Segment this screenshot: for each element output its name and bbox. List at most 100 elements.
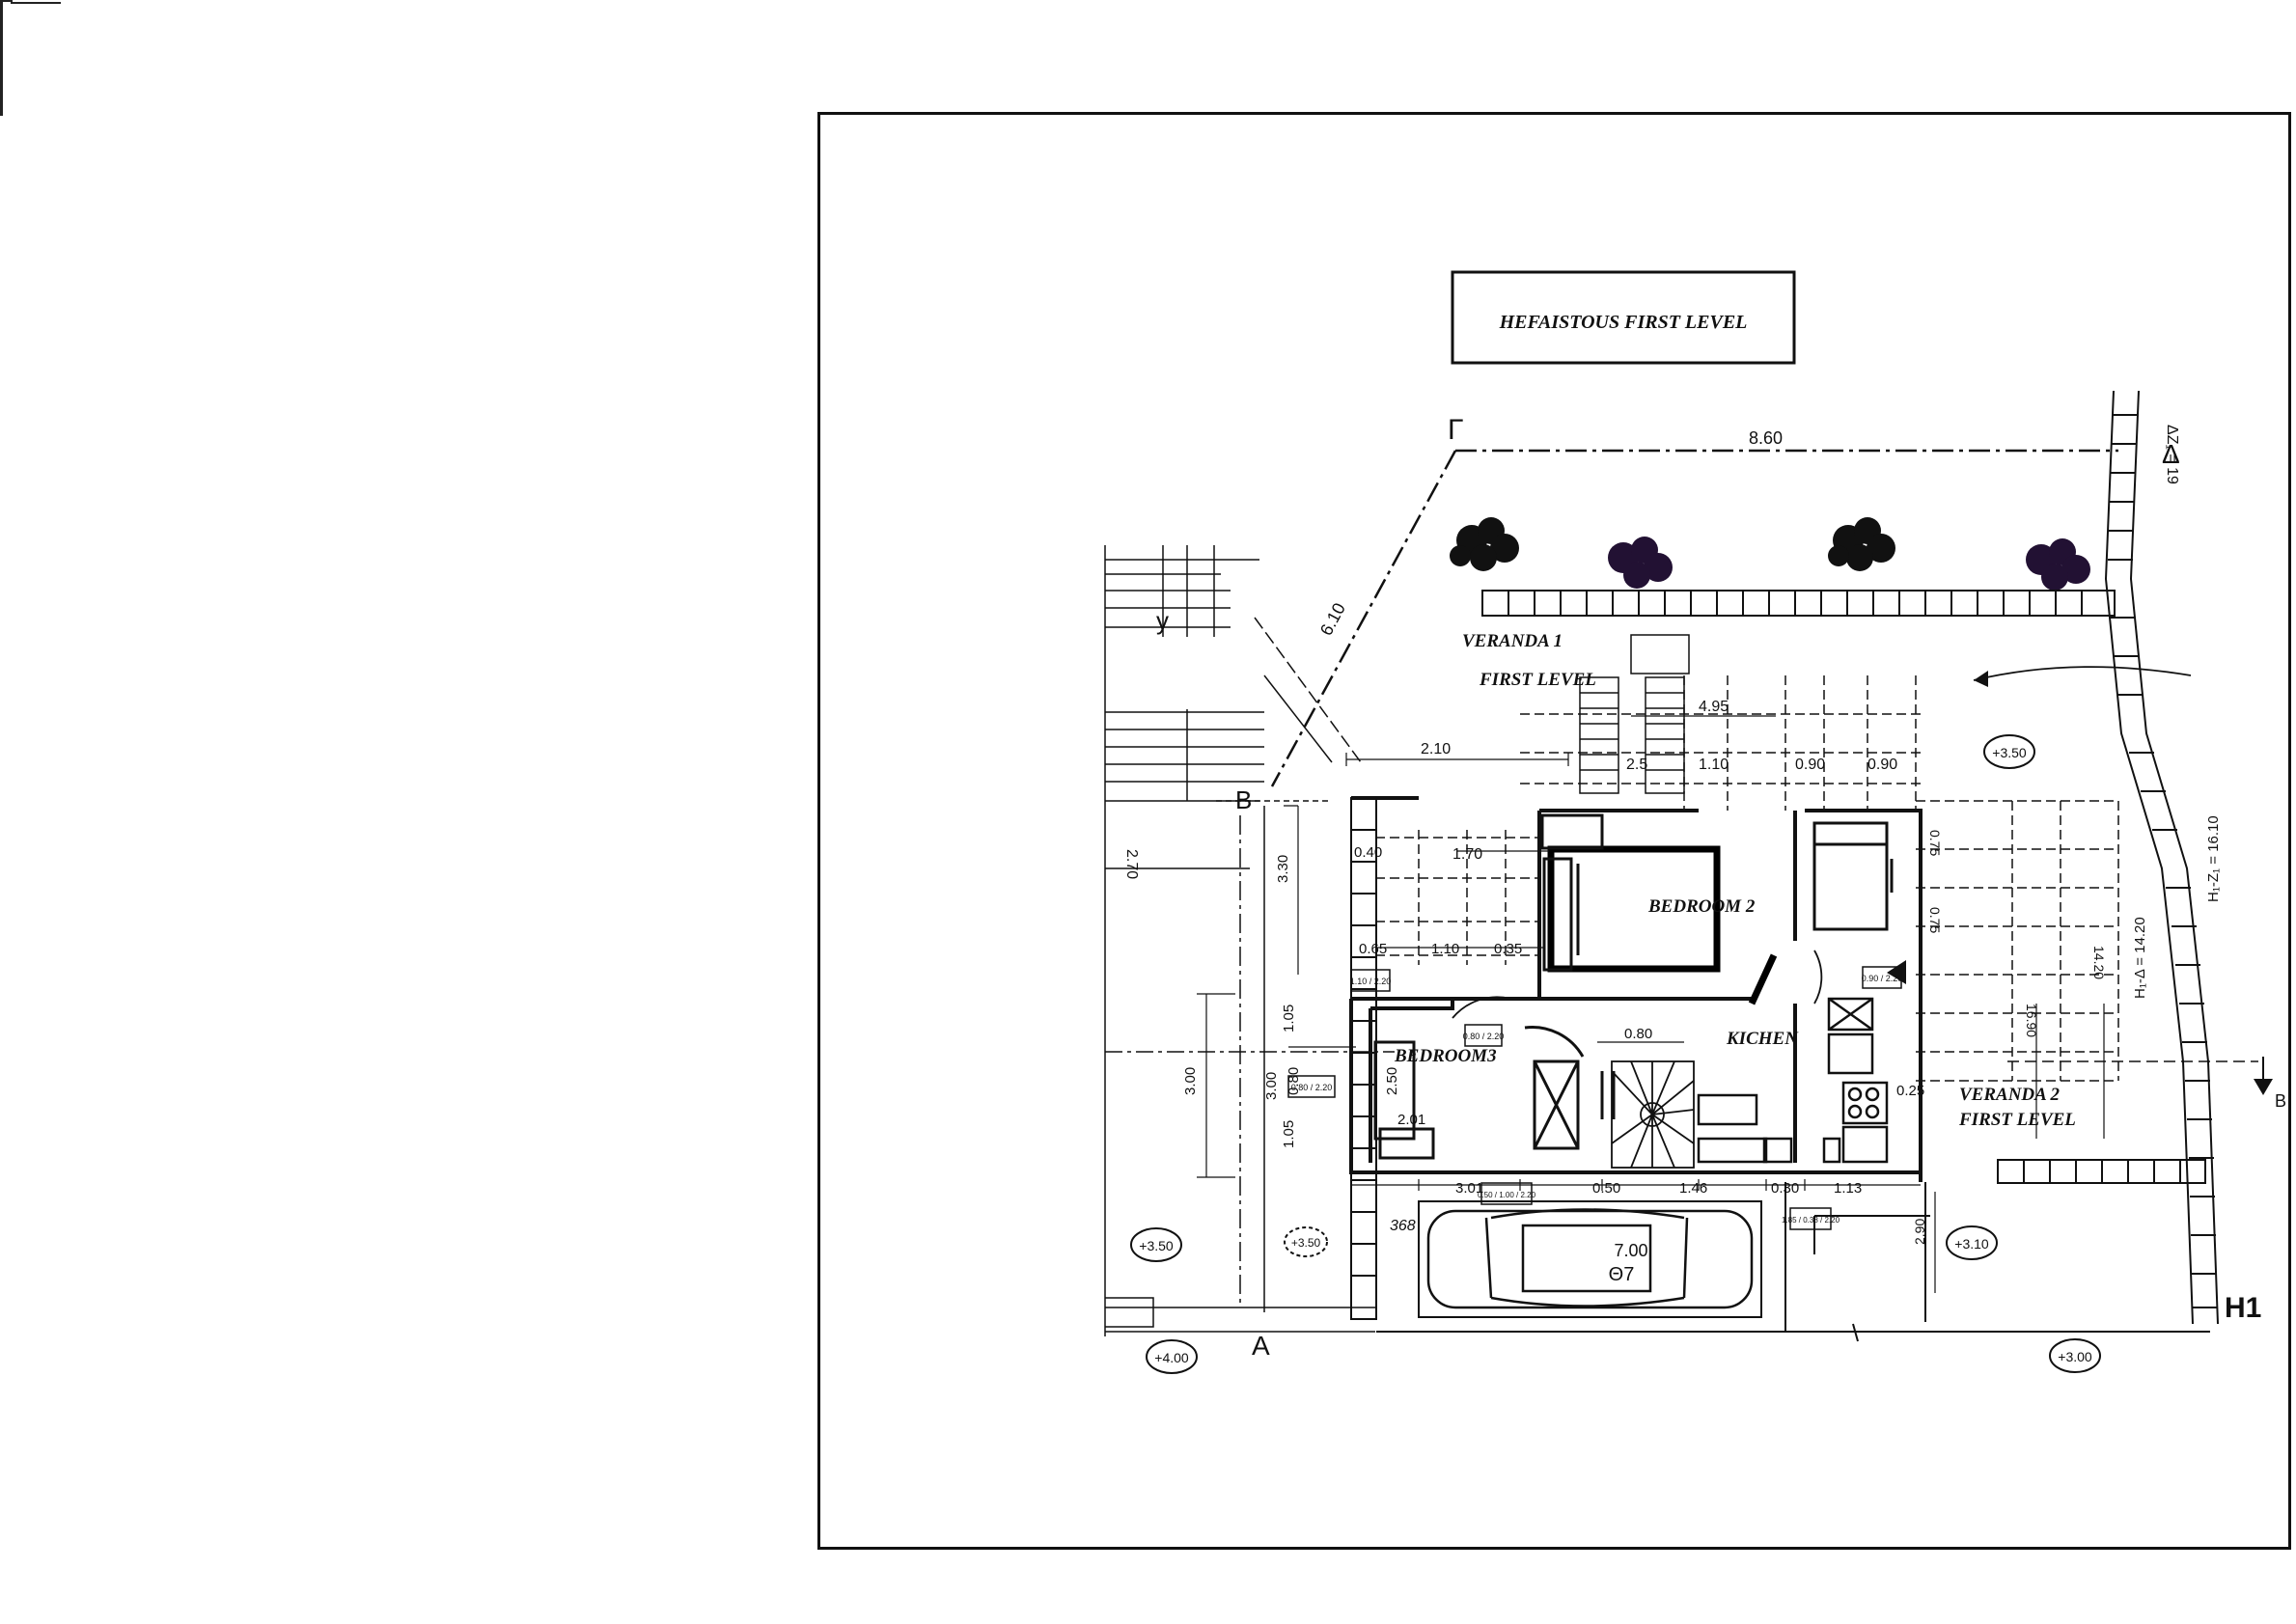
- room-kitchen: KICHEN: [1726, 1029, 1799, 1049]
- dim-105a: 1.05: [1281, 1005, 1297, 1032]
- plan-title: HEFAISTOUS FIRST LEVEL: [1499, 312, 1748, 333]
- dim-090b: 0.90: [1867, 757, 1897, 773]
- level-300: +3.00: [2058, 1349, 2092, 1364]
- dim-035: 0.35: [1494, 941, 1522, 957]
- garden-wall-left: [1350, 797, 1377, 1320]
- dim-210: 2.10: [1421, 741, 1451, 757]
- door-swings: [1452, 950, 1823, 1019]
- dim-090a: 0.90: [1795, 757, 1825, 773]
- pergola-grid-right: [1916, 800, 2119, 1082]
- level-350-dashed: +3.50: [1291, 1236, 1321, 1250]
- dim-330: 3.30: [1275, 855, 1291, 883]
- level-350-left: +3.50: [1139, 1238, 1174, 1253]
- dim-050: 0.50: [1592, 1180, 1620, 1197]
- level-368: 368: [1390, 1218, 1416, 1234]
- dim-201: 2.01: [1397, 1112, 1425, 1128]
- window-tag-5: 0.50 / 1.00 / 2.20: [1478, 1191, 1536, 1199]
- bedroom2-walls: [1547, 845, 1721, 973]
- dim-dz: ΔZ₁ = 19: [2164, 425, 2180, 484]
- dimension-texts: 2.10 4.95 2.5 1.10 0.90 0.90 0.40 1.70 0…: [1182, 699, 2222, 1245]
- garden-wall-bottom-right: [1997, 1159, 2206, 1184]
- dim-075b: 0.75: [1927, 907, 1943, 933]
- window-tag-1: 1.10 / 2.20: [1350, 977, 1392, 986]
- garden-wall-right: [2104, 390, 2219, 1325]
- room-bedroom2: BEDROOM 2: [1647, 896, 1756, 917]
- dim-25: 2.5: [1626, 757, 1647, 773]
- dim-1420: 14.20: [2091, 946, 2107, 979]
- corner-beta-label: B: [1235, 785, 1252, 814]
- room-labels: VERANDA 1 FIRST LEVEL BEDROOM 2 BEDROOM3…: [1394, 631, 2076, 1130]
- window-tag-4: 0.80 / 2.20: [1291, 1083, 1333, 1092]
- dim-300b: 3.00: [1182, 1067, 1199, 1095]
- car-icon: [1426, 1208, 1754, 1309]
- spiral-stair: [1611, 1060, 1695, 1169]
- pergola-grid-left: [1375, 830, 1539, 965]
- veranda-stairs: [1579, 634, 1690, 794]
- dim-diagonal: 6.10: [1316, 600, 1349, 639]
- dim-110b: 1.10: [1431, 941, 1459, 957]
- dim-075a: 0.75: [1927, 830, 1943, 856]
- window-tags: [1287, 966, 1902, 1230]
- room-veranda2-line2: FIRST LEVEL: [1958, 1110, 2076, 1130]
- dim-030: 0.30: [1771, 1180, 1799, 1197]
- pergola-grid-top: [1520, 675, 1925, 811]
- dim-300: 3.00: [1263, 1072, 1280, 1100]
- section-beta-label: B: [2275, 1091, 2286, 1111]
- parking-label: Θ7: [1609, 1264, 1635, 1285]
- direction-arrowhead: [1974, 671, 1988, 687]
- corner-gamma-label: Γ: [1448, 414, 1464, 446]
- dim-301: 3.01: [1455, 1180, 1483, 1197]
- tree-cluster: [1450, 517, 2090, 591]
- plot-boundary: [1270, 449, 2118, 787]
- dim-146: 1.46: [1679, 1180, 1707, 1197]
- kitchen-fixtures: [1697, 997, 1889, 1164]
- room-veranda1-line2: FIRST LEVEL: [1479, 670, 1596, 690]
- dim-270: 2.70: [1123, 849, 1140, 879]
- room-veranda2-line1: VERANDA 2: [1959, 1085, 2061, 1105]
- direction-arc: [1973, 666, 2192, 681]
- dim-495: 4.95: [1699, 699, 1729, 715]
- dim-025: 0.25: [1896, 1083, 1924, 1099]
- dim-h1-z1: H₁-Z₁ = 16.10: [2205, 815, 2222, 902]
- level-markers: [1130, 734, 2101, 1374]
- dim-040: 0.40: [1354, 844, 1382, 861]
- boundary-lines-left: [1216, 617, 1362, 1312]
- window-tag-3: 0.90 / 2.20: [1862, 974, 1903, 983]
- dim-110a: 1.10: [1699, 757, 1729, 773]
- dim-700: 7.00: [1614, 1241, 1647, 1260]
- carport: [1376, 1182, 2210, 1342]
- house-walls: [1349, 796, 1923, 1182]
- dim-1690: 16.90: [2024, 1004, 2039, 1037]
- dim-290: 2.90: [1912, 1219, 1927, 1245]
- level-400: +4.00: [1154, 1350, 1189, 1365]
- dim-080a: 0.80: [1286, 1067, 1302, 1095]
- corner-alpha-label: A: [1252, 1331, 1270, 1361]
- level-marker-texts: +3.50 +3.50 +3.10 +4.00 +3.00 +3.50 368: [1139, 745, 2092, 1365]
- dim-065: 0.65: [1359, 941, 1387, 957]
- title-block: HEFAISTOUS FIRST LEVEL: [1451, 270, 1796, 365]
- dimension-lines: [1197, 715, 2105, 1293]
- dim-250: 2.50: [1384, 1067, 1400, 1095]
- corner-h1-label: H1: [2225, 1292, 2261, 1324]
- corner-upsilon-label: y: [1156, 606, 1169, 635]
- garden-wall-top: [1481, 590, 2116, 617]
- dim-080k: 0.80: [1624, 1026, 1652, 1042]
- room-veranda1-line1: VERANDA 1: [1462, 631, 1563, 651]
- drawing-frame: [817, 112, 2291, 1550]
- room-bedroom3: BEDROOM3: [1394, 1046, 1497, 1066]
- level-310: +3.10: [1954, 1236, 1989, 1252]
- corner-delta-label: Δ: [2162, 439, 2180, 469]
- dim-105b: 1.05: [1281, 1120, 1297, 1148]
- dim-113: 1.13: [1834, 1180, 1862, 1197]
- bedroom2-furniture: [1540, 813, 1894, 972]
- dim-h1-delta: H₁-Δ = 14.20: [2132, 917, 2148, 999]
- window-tag-texts: 1.10 / 2.20 0.80 / 2.20 0.90 / 2.20 0.80…: [1291, 974, 1903, 1225]
- bedroom3-furniture: [1373, 1026, 1616, 1160]
- section-arrows: [1887, 960, 2273, 1095]
- corner-crop-mark: [0, 0, 61, 116]
- adjacent-stairs: [1104, 545, 1395, 1336]
- dim-top-width: 8.60: [1749, 428, 1783, 448]
- level-350-veranda: +3.50: [1992, 745, 2027, 760]
- window-tag-6: 1.85 / 0.38 / 2.20: [1782, 1216, 1840, 1225]
